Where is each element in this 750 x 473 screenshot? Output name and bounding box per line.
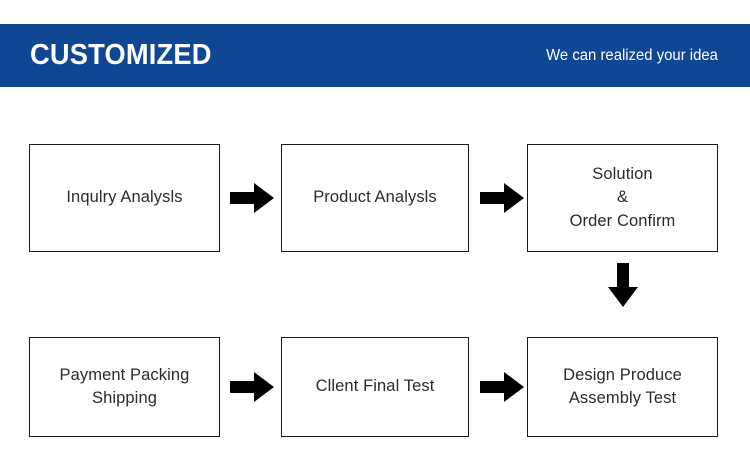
flow-box-client-final-test: Cllent Final Test — [281, 337, 469, 437]
flow-box-inquiry-analysis: Inqulry Analysls — [29, 144, 220, 252]
flow-box-payment-packing-shipping: Payment Packing Shipping — [29, 337, 220, 437]
arrow-right-icon — [480, 181, 524, 215]
flow-box-label: Cllent Final Test — [315, 377, 435, 396]
arrow-right-icon — [230, 181, 274, 215]
flow-box-label: Product Analysls — [313, 188, 437, 207]
flow-box-solution-order-confirm: Solution & Order Confirm — [527, 144, 718, 252]
flow-box-label: Solution & Order Confirm — [569, 164, 676, 230]
process-flow-diagram: Inqulry Analysls Product Analysls Soluti… — [0, 87, 750, 473]
flow-box-design-produce-assembly-test: Design Produce Assembly Test — [527, 337, 718, 437]
flow-box-product-analysis: Product Analysls — [281, 144, 469, 252]
flow-box-label: Design Produce Assembly Test — [563, 365, 682, 407]
page-title: CUSTOMIZED — [30, 39, 212, 71]
flow-box-label: Inqulry Analysls — [66, 188, 183, 207]
flow-box-label: Payment Packing Shipping — [59, 365, 190, 407]
header-banner: CUSTOMIZED We can realized your idea — [0, 24, 750, 87]
arrow-right-icon — [230, 370, 274, 404]
arrow-down-icon — [606, 263, 640, 307]
arrow-right-icon — [480, 370, 524, 404]
header-tagline: We can realized your idea — [546, 46, 718, 64]
